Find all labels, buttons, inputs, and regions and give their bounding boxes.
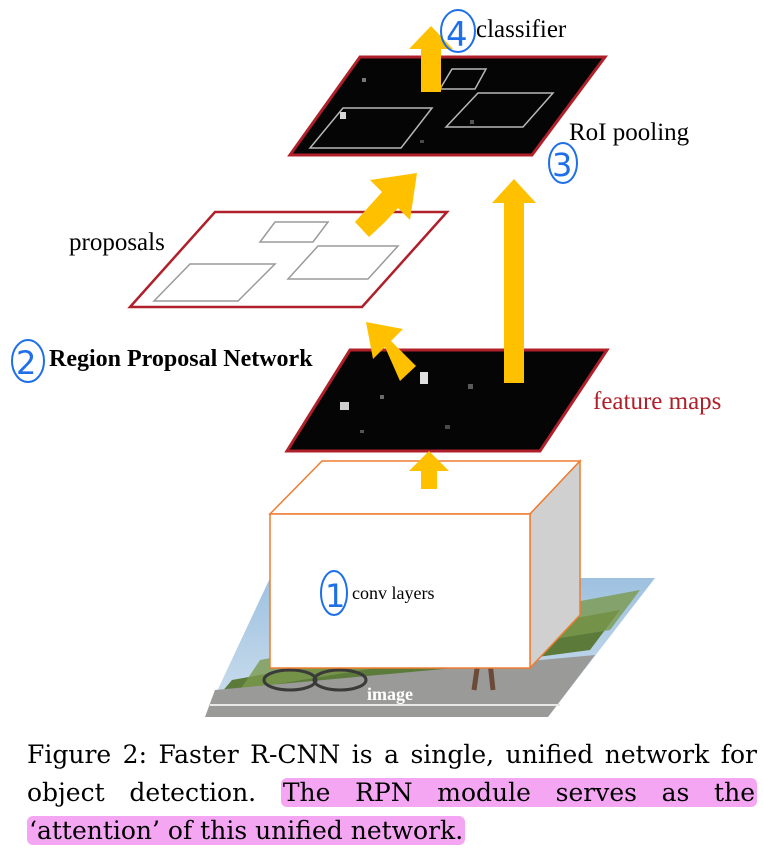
bicycle-icon xyxy=(262,668,368,692)
feature-maps-label: feature maps xyxy=(593,388,721,415)
rpn-label: Region Proposal Network xyxy=(49,346,313,372)
arrow-proposals-to-roi xyxy=(355,173,417,237)
arrow-to-classifier xyxy=(409,26,453,92)
figure-caption: Figure 2: Faster R-CNN is a single, unif… xyxy=(27,736,757,850)
roi-pooling-plane xyxy=(287,55,608,157)
classifier-label: classifier xyxy=(476,16,567,43)
svg-text:3: 3 xyxy=(552,146,572,184)
arrow-features-to-proposals xyxy=(366,322,416,381)
conv-layers-label: conv layers xyxy=(352,583,434,603)
roi-pooling-label: RoI pooling xyxy=(569,119,690,146)
arrow-conv-to-features xyxy=(409,451,449,489)
step-1-annotation: 1 xyxy=(320,570,348,616)
proposals-plane xyxy=(127,210,450,309)
feature-maps-plane xyxy=(284,348,610,453)
step-2-annotation: 2 xyxy=(11,339,45,383)
arrow-features-to-roi xyxy=(492,179,536,383)
svg-text:2: 2 xyxy=(16,344,36,382)
image-label: image xyxy=(367,684,413,704)
step-4-annotation: 4 xyxy=(440,9,476,55)
proposals-label: proposals xyxy=(69,229,165,256)
step-3-annotation: 3 xyxy=(548,142,578,184)
caption-lead: Figure 2: Faster R-CNN is a single, unif… xyxy=(27,740,757,807)
svg-text:1: 1 xyxy=(325,577,345,615)
svg-text:4: 4 xyxy=(446,15,468,55)
conv-layers-box xyxy=(268,459,582,670)
faster-rcnn-diagram: classifier RoI pooling proposals Region … xyxy=(11,9,721,717)
